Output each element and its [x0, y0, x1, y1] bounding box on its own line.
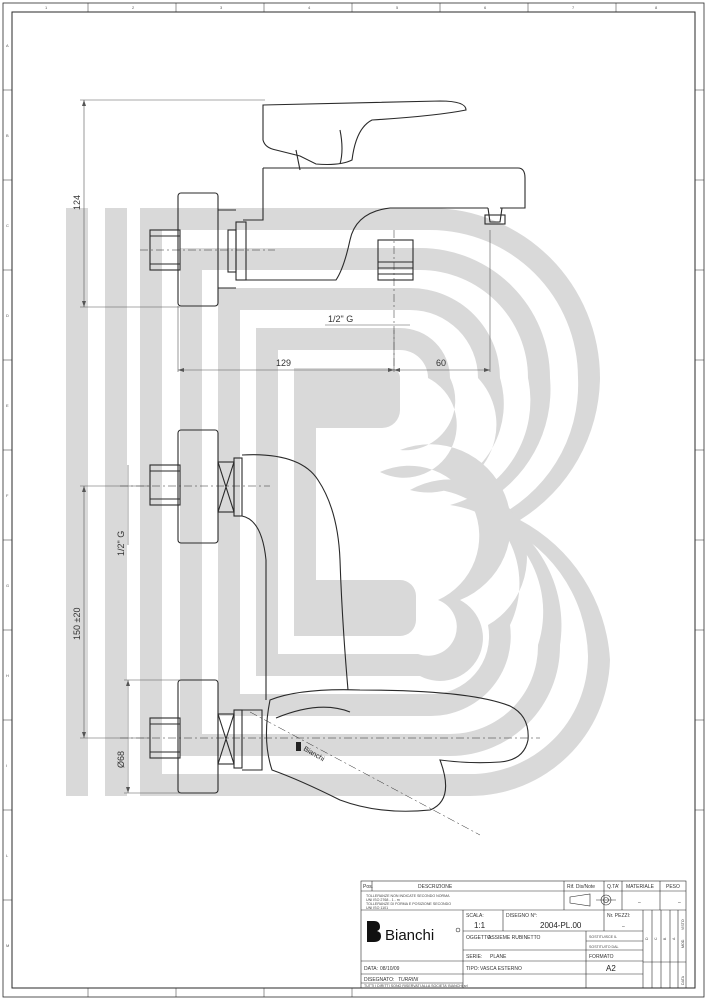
zone-label: G	[6, 583, 9, 588]
dim-centres: 150 ±20	[72, 608, 82, 640]
tb-tipo-value: VASCA ESTERNO	[480, 966, 522, 972]
bianchi-logo-mark	[367, 921, 381, 942]
mixer-body	[263, 167, 526, 209]
wall-flange-top	[177, 192, 219, 307]
dimension-arrows	[82, 100, 490, 793]
mixer-body-profile	[241, 454, 349, 691]
handle-logo-mark	[296, 742, 301, 751]
tb-mod-label: MOD.	[681, 939, 685, 948]
faucet-front-view	[149, 100, 526, 307]
dim-spout-width: 60	[436, 358, 446, 368]
dim-height: 124	[72, 195, 82, 210]
tb-note: UNI ISO 1101	[366, 906, 388, 910]
zone-label: F	[6, 493, 9, 498]
tb-revision: B	[663, 937, 667, 940]
zone-label: 2	[132, 5, 135, 10]
tb-disegnato-label: DISEGNATO:	[364, 977, 394, 983]
tb-disegnato-value: TURRINI	[398, 977, 419, 983]
tb-sostituito-label: SOSTITUITO DAL	[589, 945, 619, 949]
zone-label: 5	[396, 5, 399, 10]
dimension-lines	[80, 99, 491, 794]
tb-revision: D	[645, 937, 649, 940]
zone-label: A	[6, 43, 9, 48]
tb-pezzi-value: –	[622, 924, 625, 930]
spout	[243, 207, 488, 281]
zone-label: L	[6, 853, 9, 858]
zone-labels-top: 1 2 3 4 5 6 7 8	[45, 5, 658, 10]
projection-symbol-icon	[569, 893, 616, 907]
tb-disegno-label: DISEGNO N°:	[506, 913, 537, 919]
zone-label: 7	[572, 5, 575, 10]
tb-data-col-label: DATA	[681, 975, 685, 985]
tb-formato-value: A2	[606, 964, 616, 973]
tb-revision: C	[654, 937, 658, 940]
tb-dash: –	[678, 900, 681, 906]
dim-body-width: 129	[276, 358, 291, 368]
diverter-knob	[377, 239, 414, 281]
tb-oggetto-value: ASSIEME RUBINETTO	[488, 935, 541, 941]
tb-tipo-label: TIPO:	[466, 966, 479, 972]
tb-sostituisce-label: SOSTITUISCE IL	[589, 935, 617, 939]
centerlines-side	[120, 485, 540, 836]
zone-label: I	[6, 763, 7, 768]
tb-header-materiale: MATERIALE	[626, 884, 655, 890]
tb-disegno-value: 2004-PL.00	[540, 921, 582, 930]
title-block: Pos. DESCRIZIONE Rif. Dis/Note Q.TA' MAT…	[360, 880, 687, 989]
tb-revision: A	[672, 937, 676, 940]
zone-label: 8	[655, 5, 658, 10]
zone-label: 1	[45, 5, 48, 10]
bianchi-watermark-logo	[66, 208, 610, 796]
tb-scala-label: SCALA:	[466, 913, 484, 919]
zone-label: E	[6, 403, 9, 408]
tb-dash: –	[638, 900, 641, 906]
tb-note: UNI ISO 2768 - 1 - m	[366, 898, 400, 902]
tb-visto-label: VISTO	[681, 919, 685, 930]
dim-flange-diameter: Ø68	[116, 751, 126, 768]
zone-label: B	[6, 133, 9, 138]
zone-label: 3	[220, 5, 223, 10]
zone-labels-side: A B C D E F G H I L M	[6, 43, 9, 948]
lever-handle-top	[262, 100, 467, 166]
tb-serie-value: PLANE	[490, 954, 507, 960]
zone-label: M	[6, 943, 9, 948]
zone-label: C	[6, 223, 9, 228]
bianchi-logo: Bianchi	[367, 921, 461, 944]
tb-header-rif: Rif. Dis/Note	[567, 884, 595, 890]
tb-header-descrizione: DESCRIZIONE	[418, 884, 453, 890]
dim-thread-side: 1/2" G	[116, 531, 126, 556]
tb-header-peso: PESO	[666, 884, 680, 890]
dim-thread-top: 1/2" G	[328, 314, 353, 324]
tb-scala-value: 1:1	[474, 921, 486, 930]
tb-pezzi-label: Nr. PEZZI:	[607, 913, 630, 919]
tb-note: TOLLERANZE DI FORMA E POSIZIONE SECONDO	[366, 902, 451, 906]
tb-rights: TUTTI I DIRITTI SONO RISERVATI ALLA SOCI…	[364, 984, 468, 988]
tb-note: TOLLERANZE NON INDICATE SECONDO NORMA	[366, 894, 450, 898]
zone-label: H	[6, 673, 9, 678]
tb-header-pos: Pos.	[363, 884, 373, 890]
tb-data-label: DATA:	[364, 966, 378, 972]
faucet-side-view	[149, 429, 529, 812]
tb-oggetto-label: OGGETTO:	[466, 935, 492, 941]
zone-markers	[3, 3, 704, 997]
lever-handle-side	[265, 689, 529, 812]
tb-header-qta: Q.TA'	[607, 884, 619, 890]
zone-label: 4	[308, 5, 311, 10]
tb-serie-label: SERIE:	[466, 954, 482, 960]
tb-formato-label: FORMATO	[589, 954, 614, 960]
tb-data-value: 08/10/09	[380, 966, 400, 972]
bianchi-logo-text: Bianchi	[385, 927, 434, 944]
dimension-texts: 124 129 60 1/2" G 1/2" G 150 ±20 Ø68	[72, 195, 446, 768]
zone-label: D	[6, 313, 9, 318]
zone-label: 6	[484, 5, 487, 10]
